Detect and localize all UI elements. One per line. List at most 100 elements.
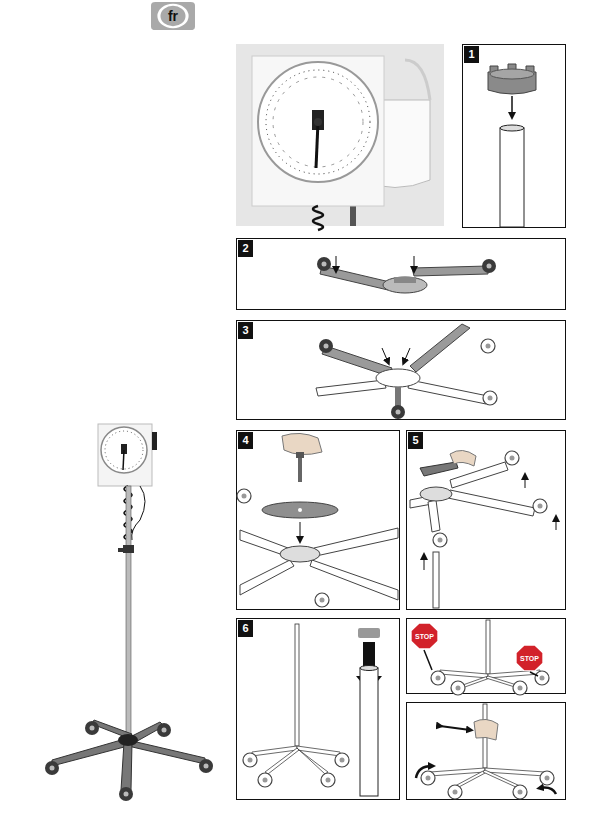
step-panel: [463, 45, 566, 228]
step-panel-part: [237, 239, 566, 310]
step-panel-part: [490, 69, 534, 79]
step-panel-part: [424, 556, 425, 570]
step-panel-part: [237, 321, 566, 420]
step-panel-part: [321, 773, 335, 787]
step-number: 3: [238, 322, 253, 339]
step-panel-part: [488, 670, 540, 678]
step-panel-part: [483, 770, 520, 788]
step-panel-part: [407, 619, 566, 694]
callout-number: 1: [468, 49, 474, 60]
step-panel-part: [360, 668, 378, 796]
step-number: 1: [464, 46, 479, 63]
stand-illustration-part: [123, 450, 124, 470]
step-panel-part: [420, 462, 458, 476]
language-code: fr: [168, 9, 178, 23]
product-photo-part: [405, 60, 430, 100]
stand-illustration-part: [123, 545, 134, 553]
stand-illustration-part: [126, 486, 131, 742]
step-panel-part: [440, 670, 488, 678]
product-photo-part: [316, 122, 318, 168]
step-panel-part: [488, 64, 536, 94]
stand-illustration-part: [52, 738, 128, 766]
product-photo-part: [314, 118, 322, 126]
step-panel-part: [433, 533, 447, 547]
stop-text: STOP: [415, 633, 434, 640]
step-panel-part: [424, 650, 432, 670]
step-panel-part: [463, 45, 566, 228]
step-panel-part: [500, 128, 524, 227]
step-panel-part: [416, 766, 432, 778]
step-panel-part: [505, 451, 519, 465]
step-panel-part: [481, 339, 495, 353]
callout-number: 3: [242, 325, 248, 336]
step-number: 4: [238, 432, 253, 449]
step-panel-part: [262, 502, 338, 518]
step-number: 2: [238, 240, 253, 257]
step-panel-part: [297, 748, 328, 774]
stand-illustration-part: [152, 432, 157, 450]
stand-illustration-part: [118, 734, 138, 746]
stand-illustration-part: [128, 740, 205, 764]
step-panel-part: [540, 771, 554, 785]
step-panel-part: [383, 277, 427, 293]
step-panel-part: [336, 256, 337, 270]
step-panel-part: [448, 785, 462, 799]
step-panel-part: [265, 748, 299, 774]
stop-text: STOP: [520, 655, 539, 662]
step-panel-part: [440, 726, 470, 730]
product-photo-part: [252, 56, 384, 206]
step-panel-part: [315, 593, 329, 607]
step-panel: [407, 431, 566, 610]
badge-ring: [159, 5, 187, 27]
product-photo-part: [258, 62, 378, 182]
product-photo-part: [273, 77, 363, 167]
step-panel: [237, 431, 400, 610]
product-photo-part: [236, 44, 444, 226]
stand-illustration-part: [121, 742, 132, 790]
step-panel-part: [410, 324, 470, 372]
step-panel-part: [525, 476, 526, 488]
badge-ground: [151, 2, 195, 30]
stand-illustration-part: [45, 761, 59, 775]
stand-illustration-part: [101, 427, 147, 473]
step-panel-part: [407, 703, 566, 800]
step-panel-part: [317, 257, 331, 271]
step-panel-part: [556, 518, 557, 530]
step-panel-part: [295, 624, 299, 746]
step-panel-part: [431, 671, 445, 685]
stand-illustration-part: [119, 787, 133, 801]
step-panel: [237, 239, 566, 310]
callout-number: 6: [242, 623, 248, 634]
step-number: 6: [238, 620, 253, 637]
step-number: 5: [408, 432, 423, 449]
step-panel-part: [358, 628, 380, 638]
step-panel-part: [382, 348, 388, 362]
step-panel-part: [535, 671, 549, 685]
step-panel-part: [314, 528, 398, 556]
stand-illustration-part: [105, 431, 143, 469]
stop-sign: STOP: [411, 623, 438, 649]
step-panel-part: [243, 753, 257, 767]
stand-illustration-part: [199, 759, 213, 773]
step-panel-part: [319, 339, 333, 353]
step-panel-part: [407, 431, 566, 610]
stand-illustration-part: [132, 486, 145, 540]
step-panel-part: [513, 785, 527, 799]
step-panel-part: [482, 259, 496, 273]
step-panel-part: [486, 620, 490, 674]
stop-sign: STOP: [516, 645, 543, 671]
step-panel-part: [448, 490, 535, 516]
step-panel-part: [360, 666, 378, 671]
step-panel-part: [421, 771, 435, 785]
step-panel-part: [530, 672, 538, 676]
step-panel-part: [316, 380, 386, 396]
step-panel-part: [240, 560, 294, 595]
step-panel-part: [540, 788, 556, 794]
step-panel-part: [335, 753, 349, 767]
step-panel-part: [451, 681, 465, 695]
step-panel-part: [298, 508, 302, 512]
step-panel: [237, 321, 566, 420]
step-panel-part: [412, 266, 488, 276]
octagon: [516, 645, 543, 671]
